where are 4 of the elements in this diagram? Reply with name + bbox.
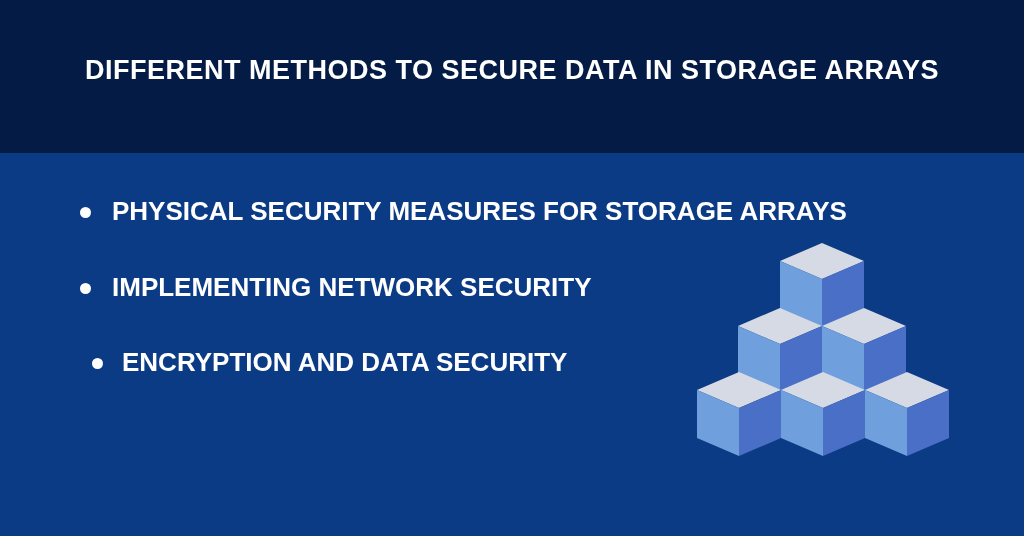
bullet-item-text: IMPLEMENTING NETWORK SECURITY (112, 272, 592, 303)
title: DIFFERENT METHODS TO SECURE DATA IN STORAGE ARRAYS (83, 55, 941, 86)
bullet-item-text: PHYSICAL SECURITY MEASURES FOR STORAGE ARRAYS (112, 196, 847, 227)
bullet-item-text: ENCRYPTION AND DATA SECURITY (122, 347, 568, 378)
